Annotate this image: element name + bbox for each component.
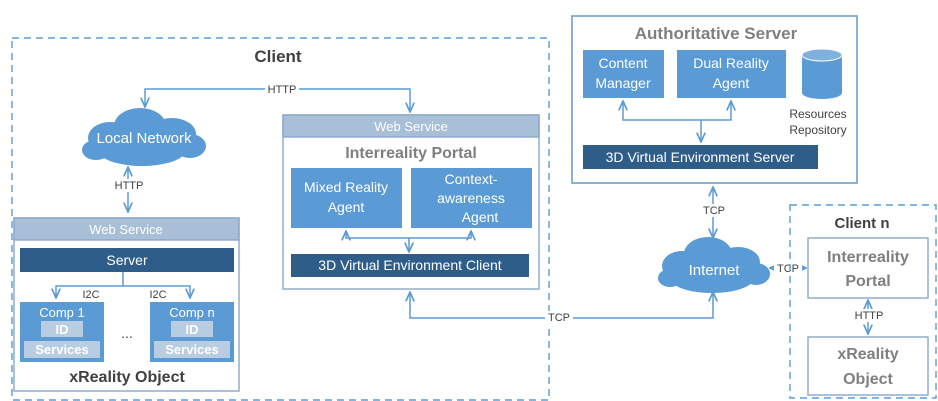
server-agents-connector <box>623 101 731 121</box>
portal-web-service-header-label: Web Service <box>374 119 447 134</box>
tcp-server-label: TCP <box>703 205 725 217</box>
comp1-id <box>41 321 83 337</box>
comp1-services-label: Services <box>35 342 89 357</box>
http-left-label: HTTP <box>115 180 144 192</box>
interreality-portal-title: Interreality Portal <box>345 145 477 162</box>
comp1-id-label: ID <box>56 322 69 337</box>
xreality-object-footer: xReality Object <box>69 369 185 386</box>
env-client-bar <box>291 254 529 277</box>
mixed-reality-agent-box <box>291 168 402 228</box>
portal-web-service-header <box>282 114 540 138</box>
resources-repository-line2: Repository <box>789 123 846 137</box>
compn-name: Comp n <box>169 305 215 320</box>
dual-reality-agent-line2: Agent <box>713 75 750 91</box>
web-service-left-header-label: Web Service <box>89 222 162 237</box>
content-manager-line2: Manager <box>595 75 651 91</box>
ellipsis: ... <box>121 325 133 341</box>
env-client-label: 3D Virtual Environment Client <box>318 257 501 273</box>
dual-reality-agent-line1: Dual Reality <box>693 55 768 71</box>
client-n-http-label: HTTP <box>855 310 884 322</box>
local-network-cloud <box>82 108 206 166</box>
env-server-bar <box>583 145 818 169</box>
mixed-reality-agent-line1: Mixed Reality <box>304 179 388 195</box>
mixed-reality-agent-line2: Agent <box>328 199 365 215</box>
database-icon <box>801 48 843 99</box>
content-manager-box <box>583 50 664 98</box>
web-service-left-header <box>13 217 240 241</box>
dual-reality-agent-box <box>677 50 786 98</box>
server-bar <box>20 248 234 272</box>
tcp-right-label: TCP <box>777 263 799 275</box>
tcp-bottom-label: TCP <box>548 312 570 324</box>
client-n-portal-line1: Interreality <box>827 249 909 266</box>
context-awareness-agent-box <box>411 168 532 228</box>
internet-label: Internet <box>689 262 741 279</box>
compn-services <box>154 341 230 358</box>
client-n-frame <box>789 204 937 399</box>
client-n-portal-line2: Portal <box>845 273 890 290</box>
client-n-xreality-line1: xReality <box>837 346 898 363</box>
content-manager-line1: Content <box>598 55 647 71</box>
resources-repository-line1: Resources <box>789 107 846 121</box>
client-n-portal-box <box>807 237 929 299</box>
context-awareness-line1: Context- <box>445 171 498 187</box>
i2c-label-1: I2C <box>82 289 99 301</box>
compn-id <box>171 321 213 337</box>
client-n-title: Client n <box>835 215 890 232</box>
authoritative-server-title: Authoritative Server <box>635 24 798 43</box>
local-network-label: Local Network <box>96 130 192 147</box>
server-label: Server <box>106 252 148 268</box>
context-awareness-line3: Agent <box>462 209 499 225</box>
internet-cloud <box>658 237 770 293</box>
context-awareness-line2: awareness <box>437 190 505 206</box>
client-n-xreality-line2: Object <box>843 371 893 388</box>
compn-services-label: Services <box>165 342 219 357</box>
env-server-label: 3D Virtual Environment Server <box>606 149 795 165</box>
client-frame <box>11 37 550 401</box>
comp1-name: Comp 1 <box>39 305 85 320</box>
i2c-label-2: I2C <box>149 289 166 301</box>
compn-id-label: ID <box>186 322 199 337</box>
client-n-xreality-box <box>807 336 929 396</box>
client-title: Client <box>254 47 302 66</box>
comp1-services <box>24 341 100 358</box>
http-top-label: HTTP <box>268 84 297 96</box>
